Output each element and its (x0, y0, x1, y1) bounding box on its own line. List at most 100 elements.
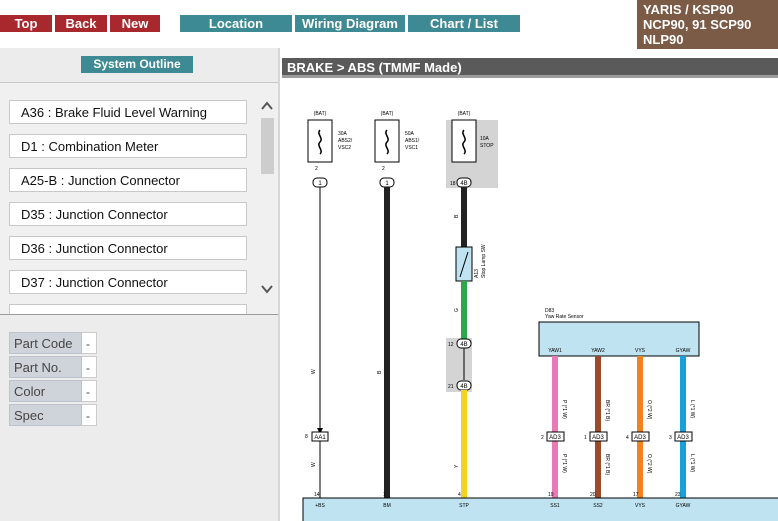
pin-label: 21 (448, 384, 454, 390)
fuse3-rating: 10A (480, 136, 490, 142)
switch-id: A13 (474, 269, 480, 278)
color-value: - (82, 380, 97, 402)
fuse-icon (374, 119, 400, 163)
list-item[interactable]: D37 : Junction Connector (9, 270, 247, 294)
wire-label: B (377, 370, 383, 374)
wire-label: W (311, 462, 317, 467)
wiring-diagram-button[interactable]: Wiring Diagram (295, 15, 405, 32)
wiring-diagram: (BAT) (BAT) (BAT) 30A ABS2/ VSC2 50A ABS… (302, 111, 778, 521)
fuse3-name: STOP (480, 143, 494, 149)
wire-label: P (*1 W) (561, 400, 567, 419)
fuse1-name-b: VSC2 (338, 145, 351, 151)
wire-label: BR (*1 B) (604, 454, 610, 475)
location-button[interactable]: Location (180, 15, 292, 32)
pin-label: 4 (458, 492, 461, 498)
terminal-label: GYAW (676, 503, 691, 509)
pin-label: 23 (675, 492, 681, 498)
system-outline-button[interactable]: System Outline (81, 56, 193, 73)
pin-label: 17 (633, 492, 639, 498)
bat-label-1: (BAT) (314, 111, 327, 117)
page-title: BRAKE > ABS (TMMF Made) (282, 58, 778, 78)
connector-label: AA1 (314, 435, 326, 441)
sensor-pin-label: GYAW (676, 348, 691, 354)
pin-label: 2 (382, 166, 385, 172)
terminal-label: SS2 (593, 503, 603, 509)
connector-label: AD3 (549, 435, 561, 441)
fuse2-rating: 50A (405, 131, 415, 137)
switch-name: Stop Lamp SW (481, 244, 487, 278)
new-button[interactable]: New (110, 15, 160, 32)
pin-label: 12 (448, 342, 454, 348)
terminal-label: VYS (635, 503, 646, 509)
model-line-3: NLP90 (643, 32, 684, 47)
connector-label: 4B (460, 384, 467, 390)
chart-list-button[interactable]: Chart / List (408, 15, 520, 32)
connector-label: AD3 (677, 435, 689, 441)
back-button[interactable]: Back (55, 15, 107, 32)
fuse1-rating: 30A (338, 131, 348, 137)
arrow-icon (317, 428, 323, 434)
terminal-label: BM (383, 503, 391, 509)
pane-divider[interactable] (278, 48, 280, 521)
stop-lamp-switch (455, 246, 473, 282)
connector-label: AD3 (634, 435, 646, 441)
pin-label: 3 (669, 435, 672, 441)
pin-label: 1 (584, 435, 587, 441)
pin-label: 2 (541, 435, 544, 441)
fuse1-name-a: ABS2/ (338, 138, 353, 144)
pin-label: 19 (548, 492, 554, 498)
wire-label: G (454, 308, 460, 312)
sensor-name: Yaw Rate Sensor (545, 314, 584, 320)
pin-label: 1 (383, 492, 386, 498)
connector-label: 4B (460, 342, 467, 348)
top-button[interactable]: Top (0, 15, 52, 32)
list-item[interactable]: A36 : Brake Fluid Level Warning (9, 100, 247, 124)
pin-label: 20 (590, 492, 596, 498)
scroll-thumb[interactable] (261, 118, 274, 174)
model-info: YARIS / KSP90 NCP90, 91 SCP90 NLP90 (637, 0, 778, 49)
scroll-down-icon[interactable] (260, 283, 274, 295)
part-no-value: - (82, 356, 97, 378)
fuse-icon (307, 119, 333, 163)
sensor-pin-label: VYS (635, 348, 646, 354)
bat-label-2: (BAT) (381, 111, 394, 117)
list-item (9, 304, 247, 314)
terminal-label: +BS (315, 503, 325, 509)
list-item[interactable]: D1 : Combination Meter (9, 134, 247, 158)
list-item[interactable]: A25-B : Junction Connector (9, 168, 247, 192)
terminal-label: SS1 (550, 503, 560, 509)
part-list: A36 : Brake Fluid Level Warning D1 : Com… (0, 82, 278, 315)
pin-label: 2 (315, 166, 318, 172)
connector-label: 1 (385, 181, 389, 187)
wire-label: L (*1 W) (689, 454, 695, 472)
wire-label: L (*1 W) (689, 400, 695, 418)
connector-label: 4B (460, 181, 467, 187)
connector-label: 1 (318, 181, 322, 187)
pin-label: 8 (305, 434, 308, 440)
connector (589, 431, 608, 442)
fuse2-name-a: ABS1/ (405, 138, 420, 144)
yaw-rate-sensor (538, 321, 700, 357)
pin-label: 14 (314, 492, 320, 498)
connector (631, 431, 650, 442)
wire-label: P (*1 W) (561, 454, 567, 473)
model-line-1: YARIS / KSP90 (643, 2, 734, 17)
sensor-pin-label: YAW2 (591, 348, 605, 354)
fuse-icon (451, 119, 477, 163)
part-code-label: Part Code (9, 332, 82, 354)
wire-label: O (*2 W) (646, 454, 652, 474)
spec-value: - (82, 404, 97, 426)
wire-label: B (454, 214, 460, 218)
list-item[interactable]: D35 : Junction Connector (9, 202, 247, 226)
pin-label: 18 (450, 181, 456, 187)
scroll-up-icon[interactable] (260, 100, 274, 112)
sensor-pin-label: YAW1 (548, 348, 562, 354)
wire-label: Y (454, 464, 460, 468)
sensor-id: D83 (545, 308, 554, 314)
part-code-value: - (82, 332, 97, 354)
list-item[interactable]: D36 : Junction Connector (9, 236, 247, 260)
spec-label: Spec (9, 404, 82, 426)
model-line-2: NCP90, 91 SCP90 (643, 17, 752, 32)
abs-ecu (302, 497, 778, 521)
color-label: Color (9, 380, 82, 402)
